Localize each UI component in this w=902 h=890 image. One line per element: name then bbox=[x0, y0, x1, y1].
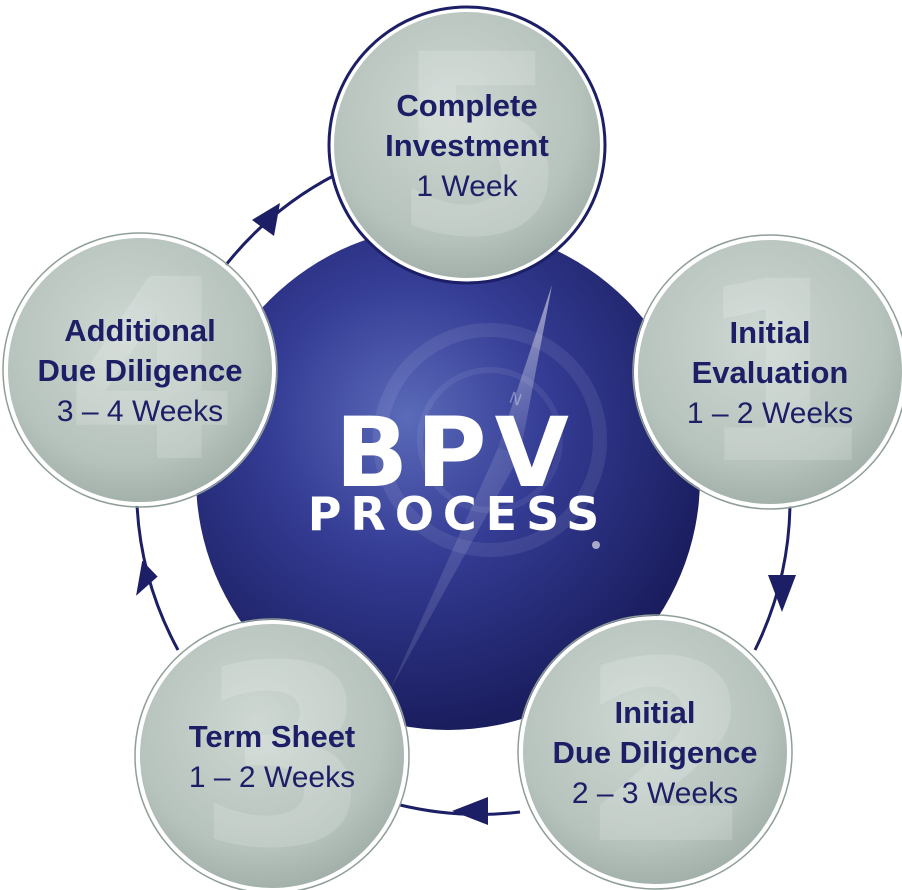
step-5-duration: 1 Week bbox=[416, 170, 518, 203]
step-5-title-line: Complete bbox=[396, 88, 537, 123]
step-2-title-line: Due Diligence bbox=[553, 735, 758, 770]
arrowhead-2-to-3 bbox=[452, 797, 488, 825]
step-4-circle bbox=[4, 234, 276, 506]
cycle-arrowheads bbox=[136, 203, 796, 825]
center-circle bbox=[196, 226, 700, 730]
compass-dot bbox=[592, 541, 600, 549]
center-sphere: N BPV PROCESS bbox=[196, 226, 700, 730]
step-2-duration: 2 – 3 Weeks bbox=[572, 777, 738, 810]
center-subtitle: PROCESS bbox=[308, 487, 609, 541]
step-3-circle bbox=[136, 620, 408, 890]
step-4-duration: 3 – 4 Weeks bbox=[57, 395, 223, 428]
step-4-outline bbox=[2, 232, 278, 508]
step-4-ghost-number: 4 bbox=[65, 226, 239, 517]
step-4-title-line: Additional bbox=[64, 313, 216, 348]
step-5-ghost-number: 5 bbox=[392, 1, 566, 292]
step-3-outline bbox=[134, 618, 410, 890]
step-3-title-line: Term Sheet bbox=[189, 719, 356, 754]
step-5-outline bbox=[327, 5, 607, 285]
step-3-duration: 1 – 2 Weeks bbox=[189, 761, 355, 794]
arrowhead-1-to-2 bbox=[768, 575, 796, 612]
step-3-ghost-number: 3 bbox=[197, 612, 371, 890]
compass-needle-south bbox=[390, 448, 520, 690]
step-1-circle bbox=[634, 236, 902, 508]
compass-ring-outer bbox=[373, 323, 607, 557]
step-1-outline bbox=[632, 234, 902, 510]
step-2-circle bbox=[519, 616, 791, 888]
arrowhead-3-to-4 bbox=[136, 560, 158, 596]
step-2-outline bbox=[517, 614, 793, 890]
center-title: BPV bbox=[335, 397, 577, 509]
step-1-title-line: Initial bbox=[730, 315, 811, 350]
step-1-duration: 1 – 2 Weeks bbox=[687, 397, 853, 430]
step-5-title-line: Investment bbox=[385, 128, 549, 163]
step-1-ghost-number: 1 bbox=[695, 228, 869, 519]
arrowhead-4-to-5 bbox=[252, 203, 280, 236]
compass-needle-north bbox=[498, 285, 552, 455]
step-4-title-line: Due Diligence bbox=[38, 353, 243, 388]
step-2-title-line: Initial bbox=[615, 695, 696, 730]
step-1-title-line: Evaluation bbox=[692, 355, 849, 390]
step-5-circle bbox=[330, 8, 604, 282]
compass-ring-inner bbox=[417, 367, 563, 513]
step-2-ghost-number: 2 bbox=[580, 608, 754, 890]
